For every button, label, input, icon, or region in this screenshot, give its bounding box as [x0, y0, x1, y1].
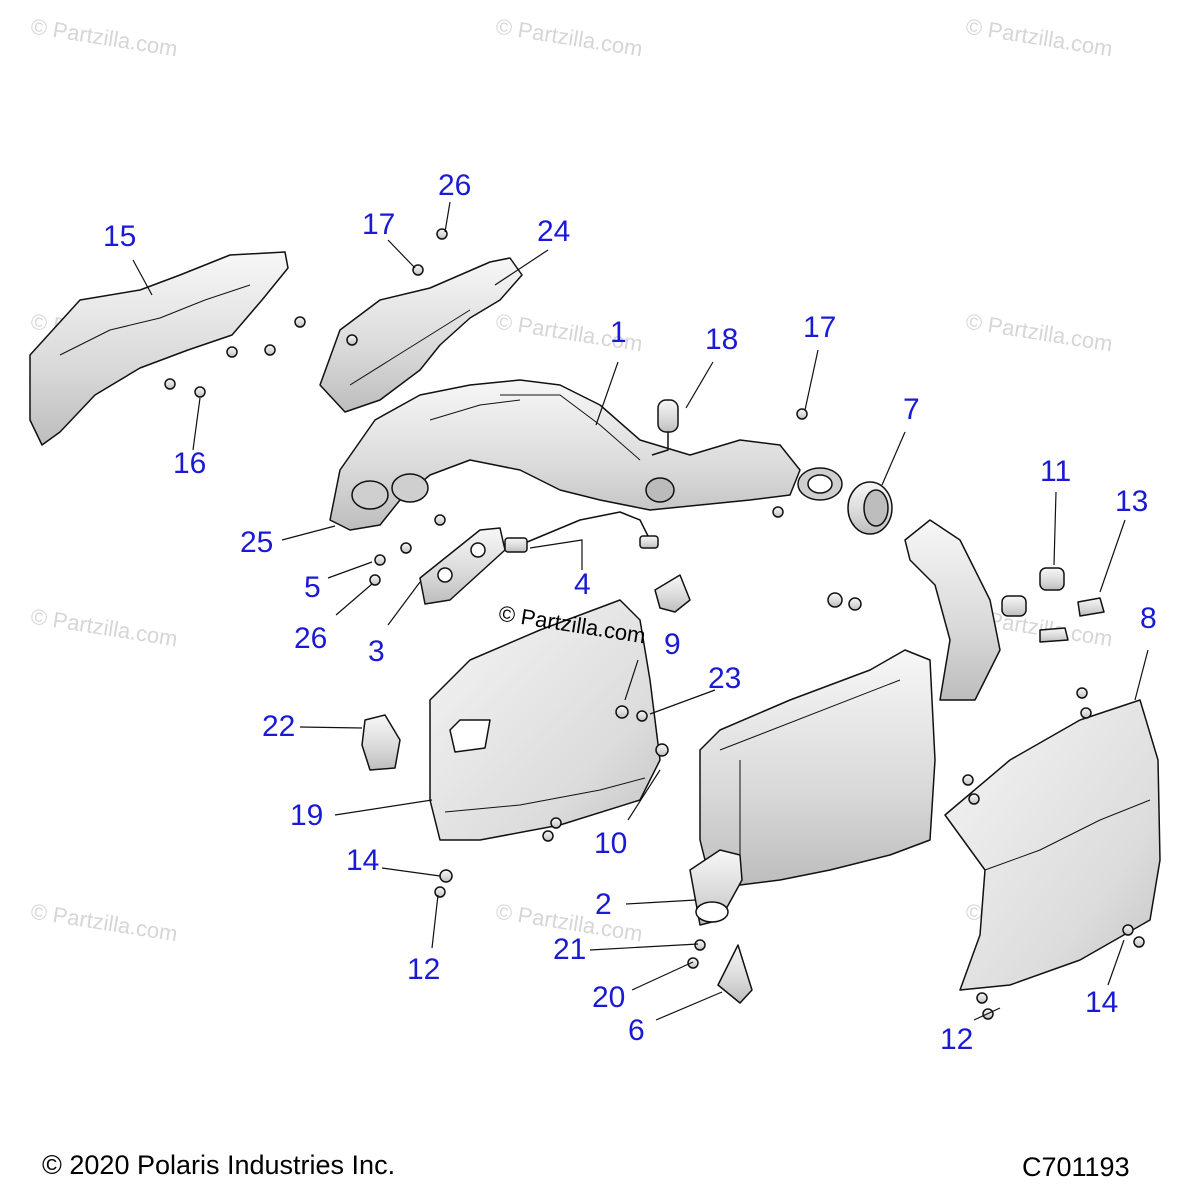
callout-5: 5 [304, 571, 321, 604]
callout-9: 9 [664, 628, 681, 661]
callout-4: 4 [574, 568, 591, 601]
callout-26: 26 [438, 169, 472, 202]
callout-26: 26 [294, 622, 328, 655]
callout-23: 23 [708, 662, 742, 695]
callout-11: 11 [1040, 455, 1072, 488]
callout-10: 10 [594, 827, 628, 860]
heat-shield-19 [429, 599, 661, 841]
callout-14: 14 [346, 844, 380, 877]
callout-1: 1 [610, 316, 627, 349]
o2-sensor-4 [504, 537, 528, 553]
callout-14: 14 [1085, 986, 1119, 1019]
bracket-18 [657, 399, 679, 433]
tip-6 [717, 944, 753, 1004]
callout-12: 12 [407, 953, 441, 986]
exhaust-header-1 [329, 379, 801, 531]
callout-3: 3 [368, 635, 385, 668]
callout-15: 15 [103, 220, 137, 253]
heat-shield-8 [944, 699, 1161, 991]
clamp-22 [361, 714, 401, 771]
callout-16: 16 [173, 447, 207, 480]
callout-12: 12 [940, 1023, 974, 1056]
callout-13: 13 [1115, 485, 1149, 518]
heat-shield-15 [29, 251, 289, 446]
diagram-code: C701193 [1022, 1152, 1130, 1182]
callout-21: 21 [553, 933, 587, 966]
spring-11 [1039, 567, 1065, 591]
callout-17: 17 [803, 311, 837, 344]
callout-20: 20 [592, 981, 626, 1014]
callout-19: 19 [290, 799, 324, 832]
callout-2: 2 [595, 888, 612, 921]
header-shield-24 [319, 257, 523, 413]
gasket-3 [419, 527, 506, 605]
leader-lines [132, 201, 1149, 1021]
copyright-notice: © 2020 Polaris Industries Inc. [42, 1150, 396, 1180]
callout-17: 17 [362, 208, 396, 241]
callout-25: 25 [240, 526, 274, 559]
bolt-13 [1077, 597, 1105, 617]
callout-7: 7 [903, 393, 920, 426]
callout-24: 24 [537, 215, 571, 248]
callout-6: 6 [628, 1014, 645, 1047]
callout-18: 18 [705, 323, 739, 356]
callout-22: 22 [262, 710, 296, 743]
callout-8: 8 [1140, 602, 1157, 635]
